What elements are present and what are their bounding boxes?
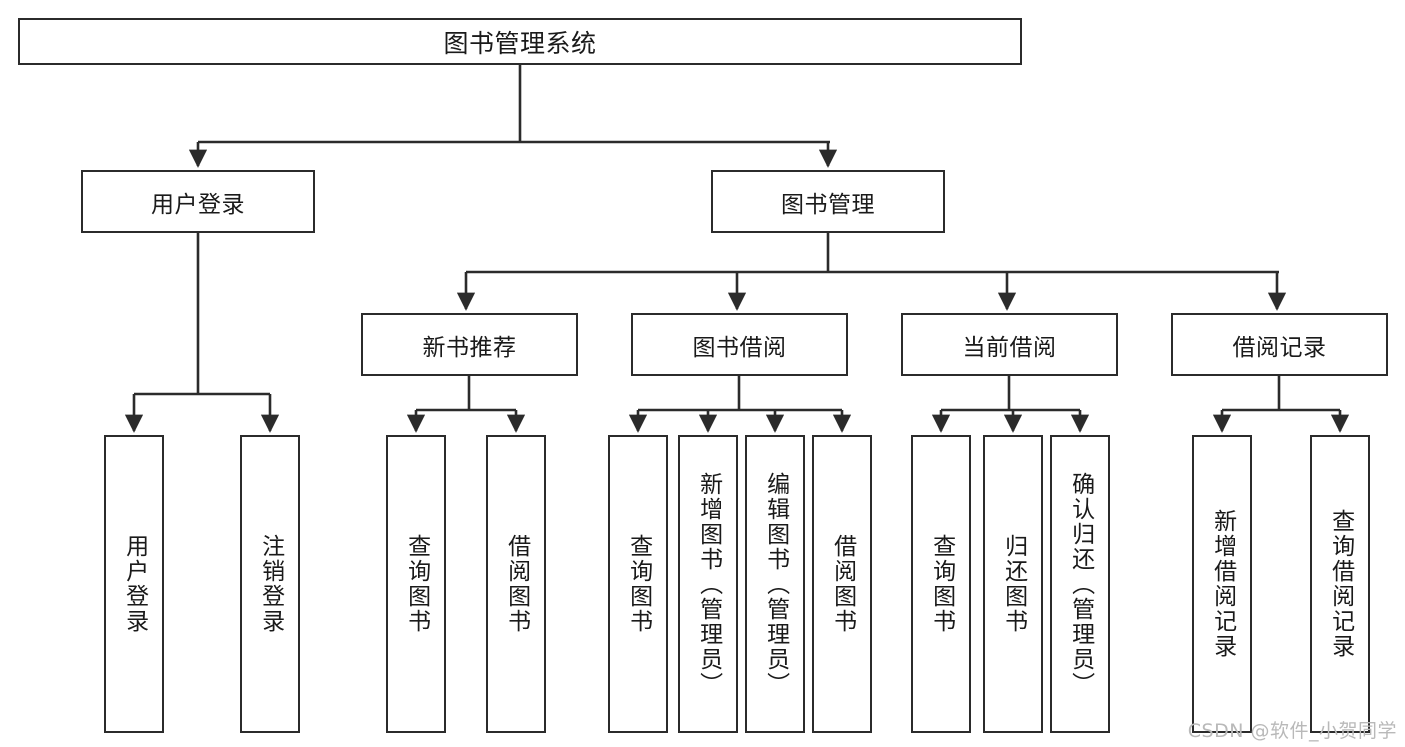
node-leaf-borrow-book-rec[interactable]: 借阅图书 [486,435,546,733]
node-label: 新增借阅记录 [1209,509,1236,659]
node-leaf-user-logout[interactable]: 注销登录 [240,435,300,733]
node-label: 图书借阅 [692,334,787,361]
node-label: 当前借阅 [962,334,1057,361]
node-leaf-add-book[interactable]: 新增图书（管理员） [678,435,738,733]
node-borrow-record[interactable]: 借阅记录 [1171,313,1388,376]
node-root-system[interactable]: 图书管理系统 [18,18,1022,65]
node-user-login[interactable]: 用户登录 [81,170,315,233]
node-leaf-borrow-book[interactable]: 借阅图书 [812,435,872,733]
node-label: 归还图书 [1000,534,1027,634]
node-label: 借阅图书 [829,534,856,634]
node-leaf-query-borrow-record[interactable]: 查询借阅记录 [1310,435,1370,733]
csdn-watermark: CSDN @软件_小贺同学 [1187,720,1397,742]
node-label: 新书推荐 [422,334,517,361]
node-leaf-query-book-rec[interactable]: 查询图书 [386,435,446,733]
node-book-manage[interactable]: 图书管理 [711,170,945,233]
node-label: 编辑图书（管理员） [762,471,789,697]
node-label: 查询图书 [403,534,430,634]
node-current-borrow[interactable]: 当前借阅 [901,313,1118,376]
node-label: 注销登录 [257,534,284,634]
node-label: 确认归还（管理员） [1067,471,1094,697]
node-leaf-edit-book[interactable]: 编辑图书（管理员） [745,435,805,733]
node-label: 查询图书 [625,534,652,634]
node-book-borrow[interactable]: 图书借阅 [631,313,848,376]
node-label: 新增图书（管理员） [695,471,722,697]
node-label: 用户登录 [121,534,148,634]
node-new-book-recommend[interactable]: 新书推荐 [361,313,578,376]
node-leaf-add-borrow-record[interactable]: 新增借阅记录 [1192,435,1252,733]
node-leaf-query-book-borrow[interactable]: 查询图书 [608,435,668,733]
node-label: 查询借阅记录 [1327,509,1354,659]
node-leaf-confirm-return[interactable]: 确认归还（管理员） [1050,435,1110,733]
node-label: 借阅记录 [1232,334,1327,361]
node-leaf-query-book-current[interactable]: 查询图书 [911,435,971,733]
node-label: 图书管理 [781,191,875,218]
node-leaf-user-login[interactable]: 用户登录 [104,435,164,733]
node-label: 借阅图书 [503,534,530,634]
node-label: 图书管理系统 [443,28,597,58]
node-leaf-return-book[interactable]: 归还图书 [983,435,1043,733]
node-label: 用户登录 [151,191,245,218]
node-label: 查询图书 [928,534,955,634]
